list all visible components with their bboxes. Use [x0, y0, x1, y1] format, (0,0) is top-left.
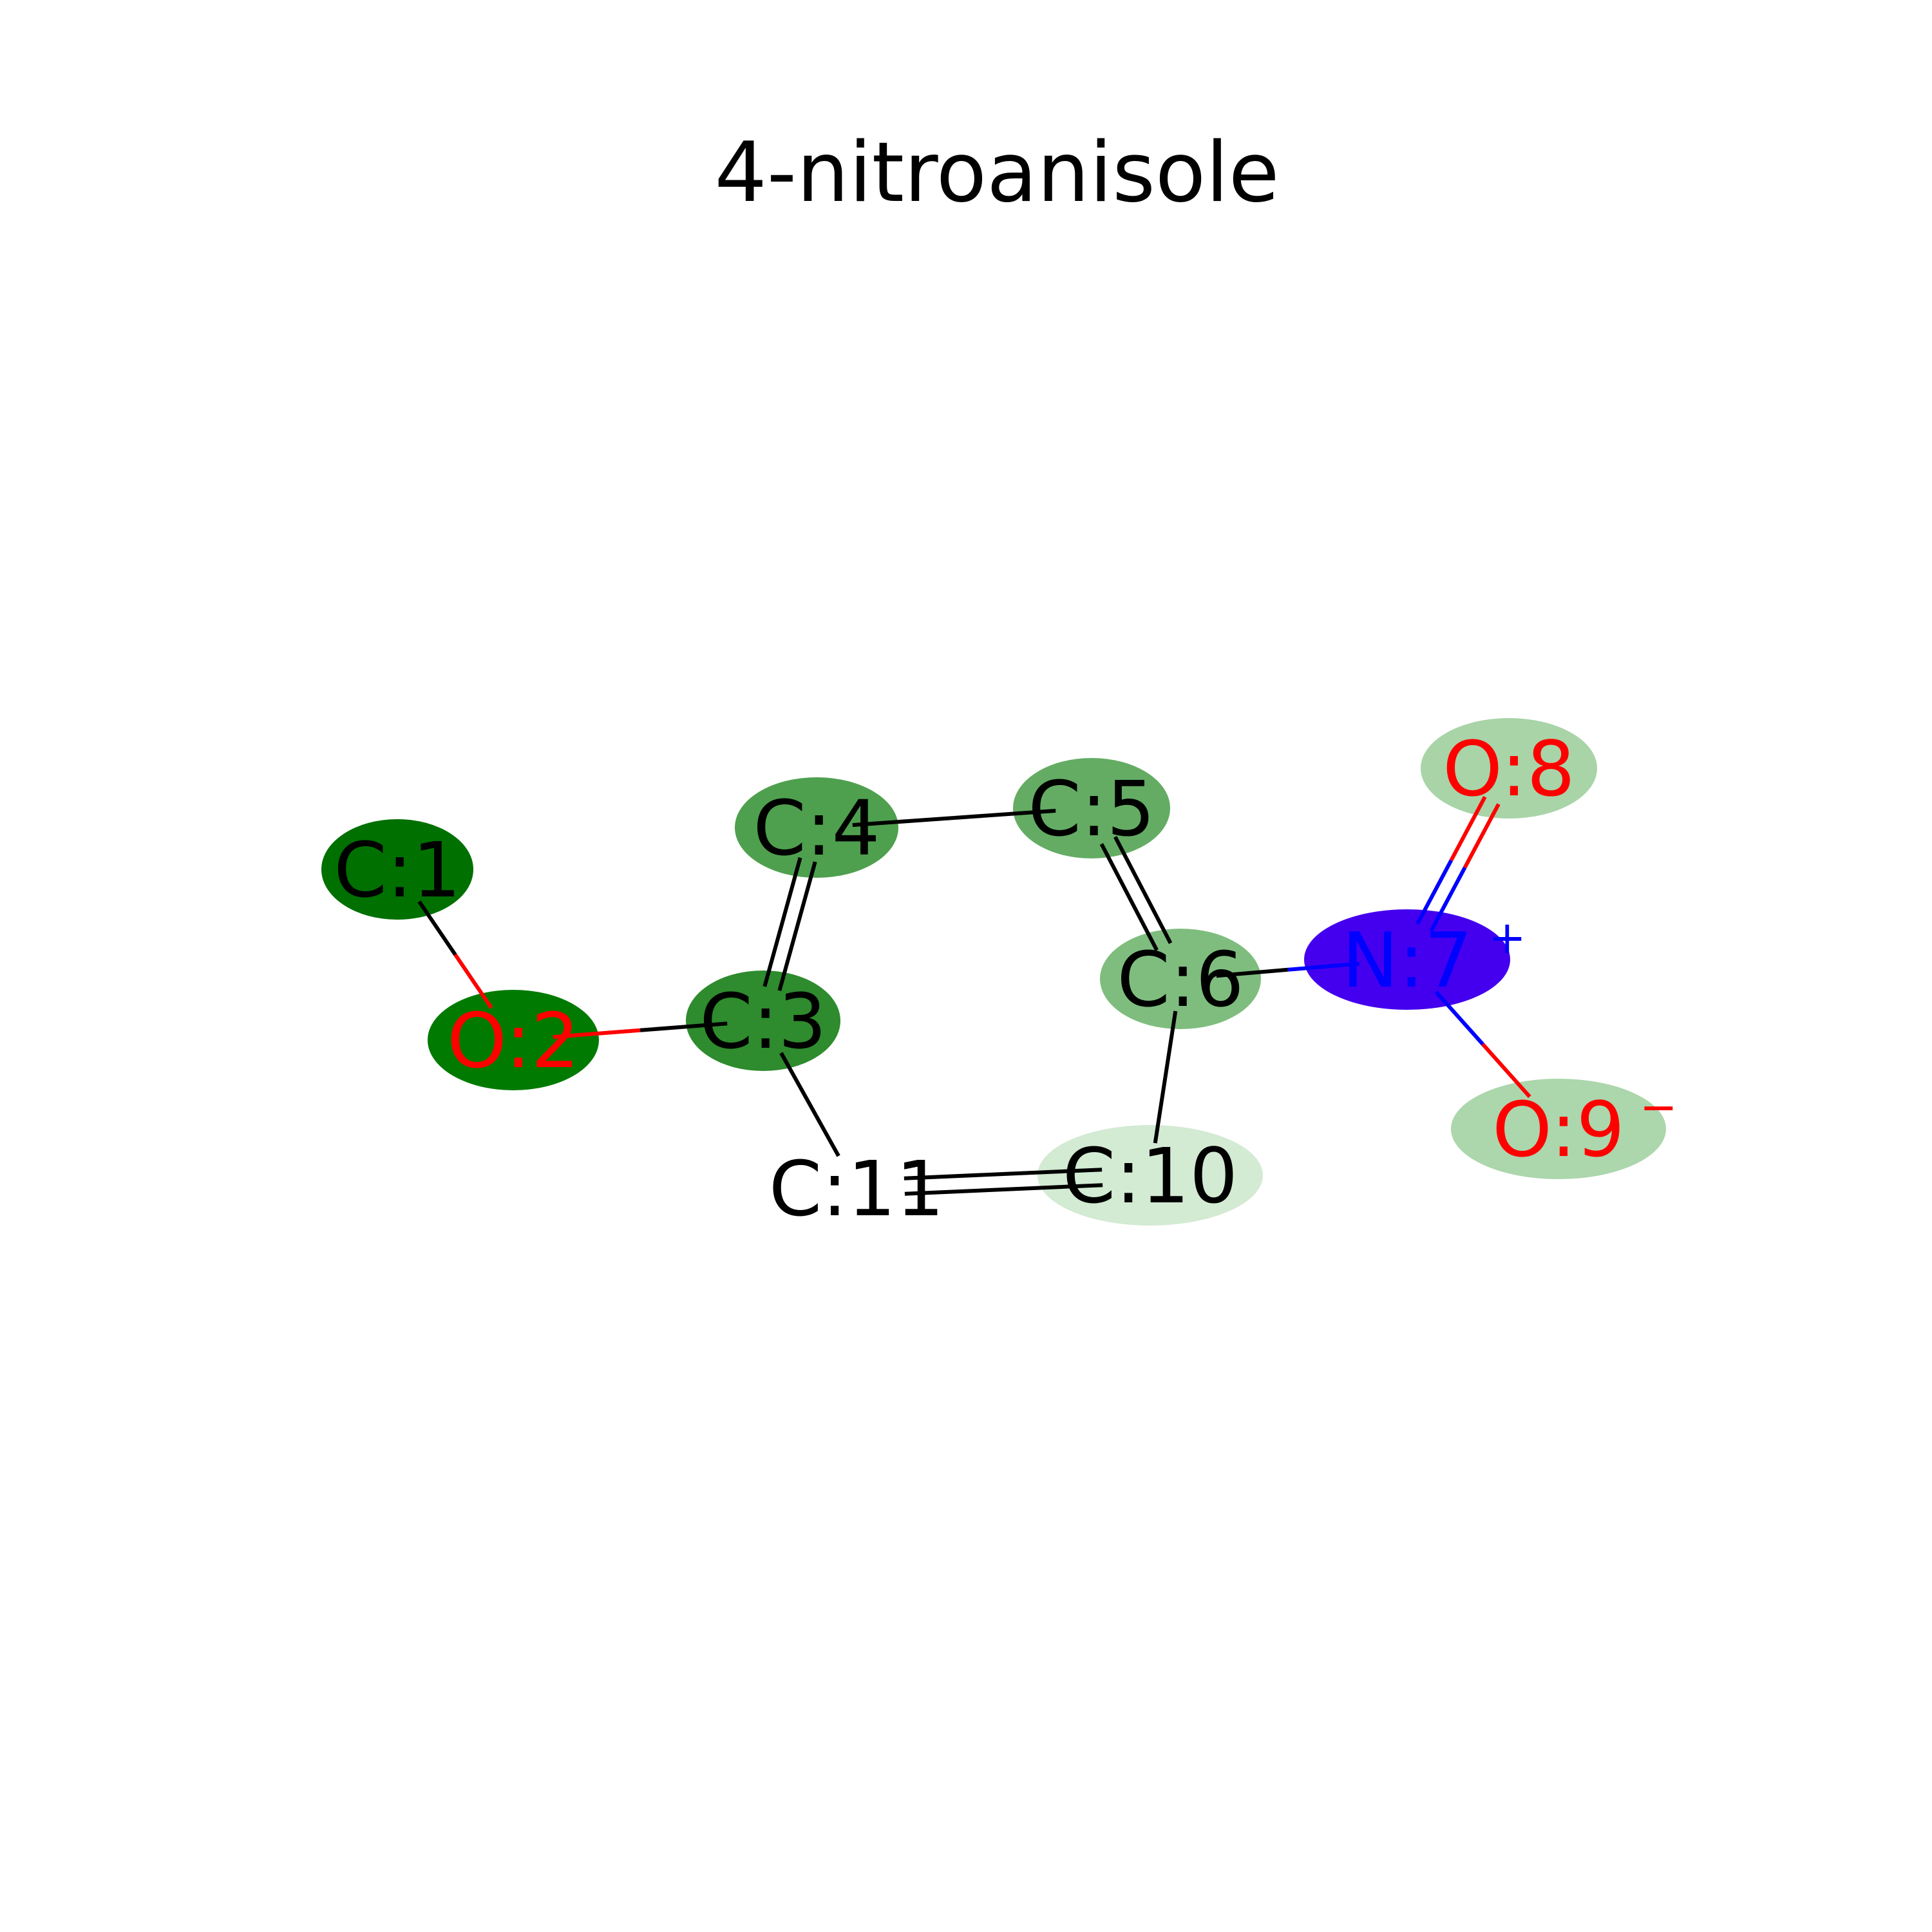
bond-c1-o2-half-a: [417, 900, 457, 956]
bond-c6-n7-half-b: [1287, 961, 1359, 972]
bond-c3-c4-line-2: [762, 857, 802, 987]
bond-c6-c10-half-b: [1153, 1077, 1168, 1144]
atom-label-c6: C:6: [1117, 935, 1244, 1024]
bond-c3-c4-line-1-half-a: [777, 925, 799, 991]
atom-label-c5: C:5: [1028, 764, 1155, 853]
diagram-title: 4-nitroanisole: [714, 125, 1279, 221]
bond-c10-c11-line-1: [904, 1168, 1103, 1180]
bond-n7-o9-half-a: [1434, 990, 1484, 1046]
bond-c3-c4-line-2-half-b: [781, 857, 802, 923]
highlight-c6: [1100, 929, 1261, 1029]
atom-charge-n7: +: [1488, 911, 1526, 964]
bond-n7-o8-line-1-half-a: [1429, 866, 1467, 933]
bond-c10-c11-line-2-half-b: [904, 1187, 1004, 1196]
highlight-c10: [1037, 1125, 1263, 1226]
atom-label-o2: O:2: [447, 996, 580, 1085]
bond-c4-c5-half-a: [852, 816, 954, 828]
atom-charge-o9: −: [1640, 1081, 1678, 1133]
atom-o8: O:8: [1443, 724, 1575, 813]
atom-c11: C:11: [769, 1144, 944, 1233]
bond-c6-n7-half-a: [1216, 967, 1288, 978]
atom-c3: C:3: [699, 977, 826, 1066]
bond-c11-c3: [779, 1052, 840, 1157]
bond-c11-c3-half-a: [808, 1103, 840, 1157]
bond-n7-o8-line-1: [1429, 803, 1501, 933]
atom-o9: O:9−: [1492, 1081, 1677, 1174]
bond-c5-c6-line-1-half-b: [1127, 896, 1159, 951]
bond-c10-c11-line-1-half-a: [1003, 1168, 1103, 1177]
atom-label-c4: C:4: [753, 784, 880, 873]
atom-highlights: [321, 718, 1666, 1226]
atom-o2: O:2: [447, 996, 580, 1085]
bond-c10-c11-line-1-half-b: [904, 1172, 1003, 1180]
bond-o2-c3-half-a: [553, 1028, 641, 1039]
atom-label-o9: O:9: [1492, 1085, 1625, 1174]
atom-label-n7: N:7: [1341, 916, 1472, 1005]
highlight-c5: [1013, 758, 1170, 858]
bonds: [417, 795, 1531, 1196]
highlight-c1: [321, 819, 473, 920]
highlight-o8: [1421, 718, 1597, 819]
bond-n7-o9-half-b: [1481, 1043, 1531, 1098]
bond-c5-c6-line-1: [1099, 843, 1159, 951]
bond-c10-c11-line-2-half-a: [1003, 1183, 1103, 1191]
atom-c5: C:5: [1028, 764, 1155, 853]
highlight-c4: [735, 777, 898, 878]
atom-label-c11: C:11: [769, 1144, 944, 1233]
highlight-o9: [1451, 1079, 1666, 1179]
highlight-n7: [1304, 909, 1510, 1010]
bond-c4-c5-half-b: [954, 808, 1056, 820]
highlight-c3: [686, 971, 840, 1071]
bond-c6-n7: [1216, 961, 1359, 978]
atom-label-o8: O:8: [1443, 724, 1575, 813]
atom-c1: C:1: [334, 826, 460, 914]
bond-c5-c6-line-2-half-a: [1113, 836, 1145, 891]
atom-label-c3: C:3: [699, 977, 826, 1066]
bond-c1-o2-half-b: [453, 953, 493, 1009]
bond-c5-c6-line-2-half-b: [1141, 889, 1173, 944]
bond-n7-o8-line-2-half-b: [1449, 795, 1487, 862]
bond-c1-o2: [417, 900, 493, 1009]
atom-c4: C:4: [753, 784, 880, 873]
bond-o2-c3-half-b: [639, 1021, 728, 1032]
bond-n7-o8-line-2: [1416, 795, 1487, 925]
bond-c5-c6-line-1-half-a: [1099, 843, 1132, 898]
bond-c6-c10: [1153, 1010, 1178, 1144]
atom-c6: C:6: [1117, 935, 1244, 1024]
bond-c5-c6-line-2: [1113, 836, 1173, 944]
bond-o2-c3: [553, 1021, 728, 1039]
bond-c4-c5: [852, 808, 1056, 828]
bond-c3-c4-line-1-half-b: [795, 861, 817, 927]
atom-c10: C:10: [1063, 1132, 1238, 1220]
highlight-o2: [428, 990, 599, 1090]
bond-c10-c11-line-2: [904, 1183, 1103, 1196]
atom-labels: C:1O:2 C:3 C:4 C:5C:6 N:7 + O:8O:9− C:10 C:11: [334, 724, 1677, 1233]
bond-c3-c4-line-1: [777, 861, 817, 991]
bond-c11-c3-half-b: [779, 1052, 812, 1106]
bond-c6-c10-half-a: [1163, 1010, 1178, 1077]
bond-n7-o8-line-2-half-a: [1416, 859, 1454, 925]
atom-label-c10: C:10: [1063, 1132, 1238, 1220]
bond-n7-o8-line-1-half-b: [1463, 803, 1501, 869]
bond-c3-c4-line-2-half-a: [762, 922, 784, 987]
atom-label-c1: C:1: [334, 826, 460, 914]
atom-n7: N:7 +: [1341, 911, 1526, 1005]
bond-n7-o9: [1434, 990, 1531, 1098]
